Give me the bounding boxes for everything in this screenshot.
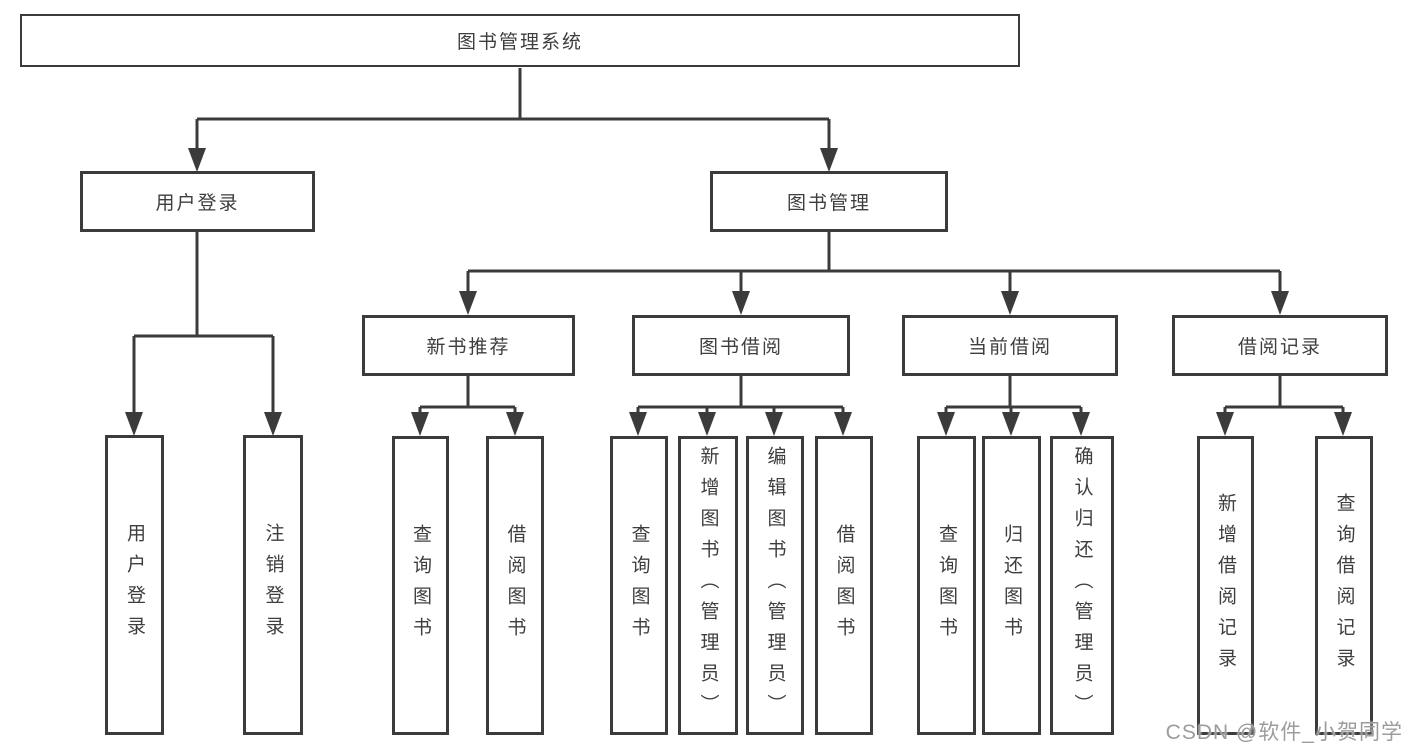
node-leaf-query-books: 查询图书 xyxy=(610,436,668,735)
arrow-to-borrow-record xyxy=(1271,291,1289,315)
arrowheads xyxy=(125,148,1352,436)
node-leaf-logout: 注销登录 xyxy=(243,435,303,735)
edge-current-borrow-to-children xyxy=(944,376,1083,414)
node-leaf-label: 新增借阅记录 xyxy=(1215,492,1236,679)
node-leaf-label: 查询图书 xyxy=(410,523,431,648)
arrow-leaf xyxy=(1334,412,1352,436)
arrow-leaf xyxy=(1072,412,1090,436)
node-root-label: 图书管理系统 xyxy=(456,32,583,53)
node-leaf-label: 新增图书（管理员） xyxy=(697,446,719,725)
node-borrow-record: 借阅记录 xyxy=(1172,315,1388,376)
arrow-leaf xyxy=(125,412,143,436)
node-user-login-label: 用户登录 xyxy=(155,193,240,214)
edge-book-borrow-to-children xyxy=(636,376,845,414)
arrow-leaf xyxy=(264,412,282,436)
arrow-leaf xyxy=(1002,412,1020,436)
node-leaf-label: 查询图书 xyxy=(936,523,957,648)
arrow-to-user-login xyxy=(188,148,206,172)
node-leaf-return-books: 归还图书 xyxy=(982,436,1041,735)
arrow-to-book-borrow xyxy=(732,291,750,315)
node-leaf-label: 查询借阅记录 xyxy=(1333,492,1355,679)
edge-book-management-to-level3 xyxy=(466,232,1282,293)
node-new-book-recommend-label: 新书推荐 xyxy=(426,337,511,358)
edge-user-login-to-children xyxy=(132,232,275,414)
node-new-book-recommend: 新书推荐 xyxy=(362,315,575,376)
edge-borrow-record-to-children xyxy=(1223,376,1345,414)
node-leaf-borrow-books: 借阅图书 xyxy=(486,436,544,735)
node-leaf-label: 归还图书 xyxy=(1001,523,1022,648)
arrow-leaf xyxy=(765,412,783,436)
arrow-to-current-borrow xyxy=(1001,291,1019,315)
arrow-leaf xyxy=(506,412,524,436)
node-borrow-record-label: 借阅记录 xyxy=(1237,337,1322,358)
node-leaf-query-books: 查询图书 xyxy=(392,436,449,735)
node-leaf-label: 借阅图书 xyxy=(833,523,855,648)
arrow-leaf xyxy=(411,412,429,436)
node-leaf-label: 查询图书 xyxy=(628,523,650,648)
node-user-login: 用户登录 xyxy=(80,171,315,232)
node-root: 图书管理系统 xyxy=(20,14,1020,67)
node-leaf-borrow-books: 借阅图书 xyxy=(815,436,873,735)
arrow-to-book-management xyxy=(820,148,838,172)
watermark: CSDN @软件_小贺同学 xyxy=(1165,721,1403,744)
arrow-leaf xyxy=(834,412,852,436)
node-leaf-label: 编辑图书（管理员） xyxy=(764,446,786,725)
node-leaf-query-books: 查询图书 xyxy=(917,436,976,735)
node-current-borrow-label: 当前借阅 xyxy=(967,337,1052,358)
node-book-management: 图书管理 xyxy=(710,171,948,232)
arrow-leaf xyxy=(629,412,647,436)
arrow-leaf xyxy=(1216,412,1234,436)
node-book-borrow: 图书借阅 xyxy=(632,315,850,376)
node-current-borrow: 当前借阅 xyxy=(902,315,1118,376)
node-leaf-label: 注销登录 xyxy=(262,523,284,647)
node-leaf-add-borrow-record: 新增借阅记录 xyxy=(1197,436,1254,735)
node-leaf-label: 借阅图书 xyxy=(504,523,526,648)
node-book-borrow-label: 图书借阅 xyxy=(698,337,783,358)
arrow-leaf xyxy=(698,412,716,436)
node-leaf-query-borrow-record: 查询借阅记录 xyxy=(1315,436,1373,735)
arrow-to-new-book-recommend xyxy=(459,291,477,315)
node-leaf-label: 用户登录 xyxy=(124,523,145,647)
node-leaf-edit-books-admin: 编辑图书（管理员） xyxy=(746,436,804,735)
node-leaf-confirm-return-admin: 确认归还（管理员） xyxy=(1050,436,1114,735)
edge-new-book-recommend-to-children xyxy=(418,376,517,414)
edge-root-to-level2 xyxy=(195,68,831,150)
node-leaf-label: 确认归还（管理员） xyxy=(1071,446,1093,725)
node-book-management-label: 图书管理 xyxy=(786,193,871,214)
node-leaf-user-login: 用户登录 xyxy=(105,435,164,735)
node-leaf-add-books-admin: 新增图书（管理员） xyxy=(678,436,738,735)
arrow-leaf xyxy=(937,412,955,436)
